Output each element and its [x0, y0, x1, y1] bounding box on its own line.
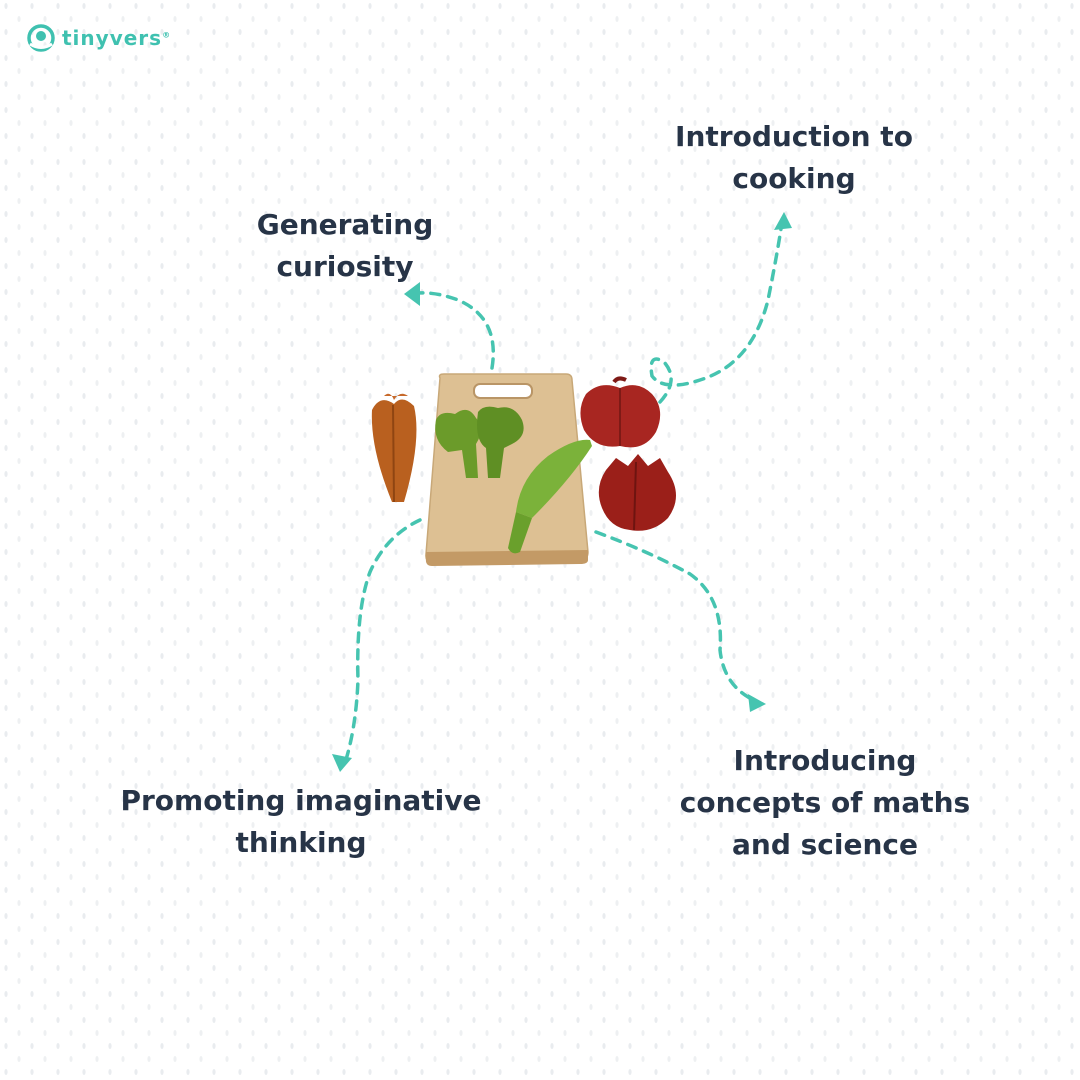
- label-promoting-imaginative-thinking: Promoting imaginative thinking: [120, 784, 482, 859]
- tinyvers-logo-icon: [27, 24, 55, 52]
- brand-name: tinyvers: [62, 26, 163, 50]
- dashed-arrow-icon: [342, 220, 784, 768]
- label-introducing-maths-science: Introducing concepts of maths and scienc…: [679, 744, 971, 861]
- knife-piece-icon: [508, 439, 592, 554]
- brand-logo[interactable]: tinyvers®: [26, 24, 171, 52]
- strawberry-piece-icon: [598, 454, 676, 531]
- trademark-symbol: ®: [162, 30, 172, 40]
- arrowheads: [332, 212, 792, 772]
- broccoli-piece-icon: [435, 406, 524, 478]
- label-introduction-to-cooking: Introduction to cooking: [675, 120, 913, 195]
- apple-piece-icon: [580, 376, 661, 448]
- label-generating-curiosity: Generating curiosity: [256, 208, 434, 283]
- carrot-piece-icon: [371, 393, 417, 503]
